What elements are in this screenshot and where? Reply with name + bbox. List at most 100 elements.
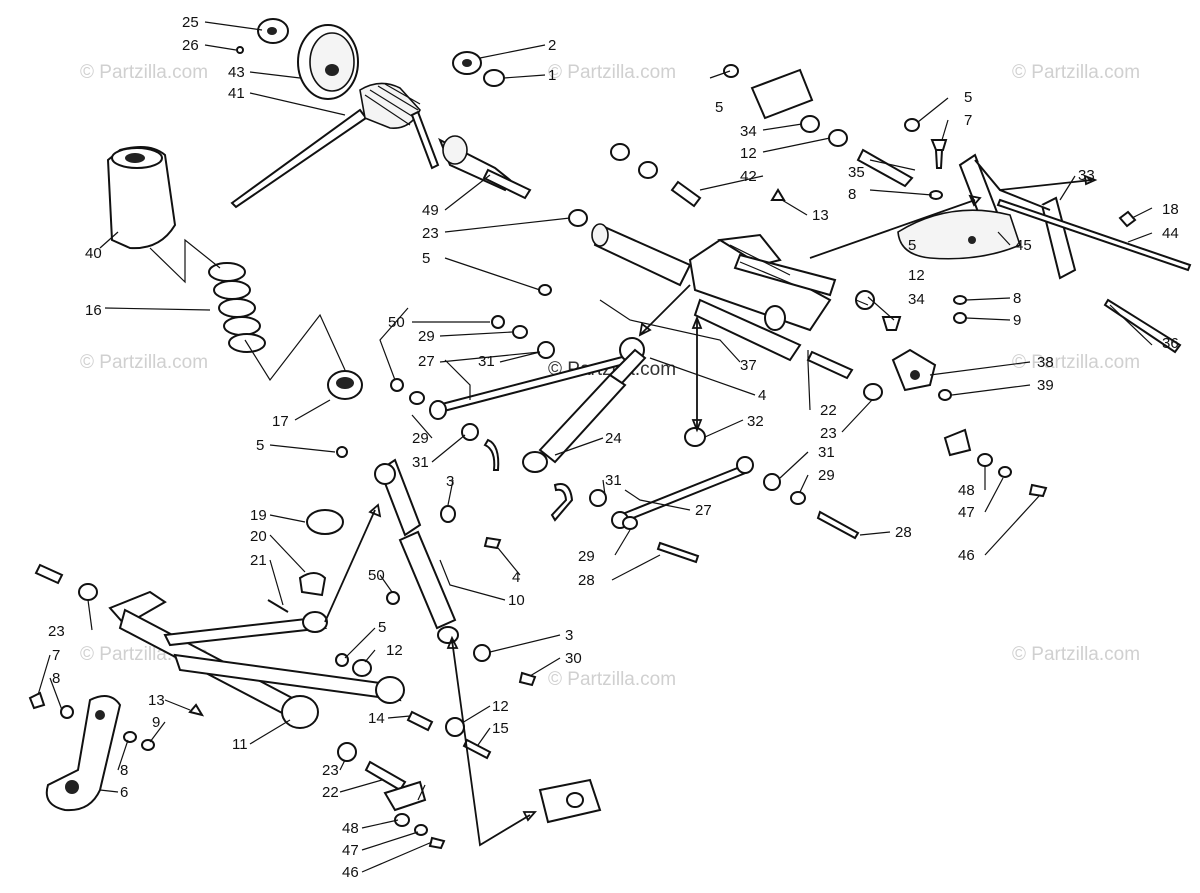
callout-30: 50	[388, 314, 405, 331]
callout-18: 8	[848, 186, 856, 203]
callout-26: 45	[1015, 237, 1032, 254]
nut-5-top	[723, 64, 739, 78]
callout-1: 2	[548, 37, 556, 54]
fitting-18	[1118, 210, 1137, 228]
callout-71: 9	[152, 714, 160, 731]
bolt-34-right	[881, 316, 902, 331]
grease-fitting-13	[770, 188, 786, 201]
rear-arm-shaft	[591, 223, 837, 362]
callout-67: 30	[565, 650, 582, 667]
callout-57: 46	[958, 547, 975, 564]
watermark-bottom-center: © Partzilla.com	[548, 669, 676, 690]
bolt-36	[1103, 298, 1182, 354]
washer-8-left	[60, 705, 74, 719]
callout-9: 49	[422, 202, 439, 219]
callout-22: 44	[1162, 225, 1179, 242]
pin-22-low	[364, 760, 407, 792]
callout-59: 29	[578, 548, 595, 565]
callout-16: 7	[964, 112, 972, 129]
callout-46: 3	[446, 473, 454, 490]
callout-80: 48	[342, 820, 359, 837]
bolt-7	[930, 139, 948, 169]
callout-45: 5	[256, 437, 264, 454]
callout-68: 7	[52, 647, 60, 664]
callout-34: 37	[740, 357, 757, 374]
nut-9-left	[141, 739, 155, 751]
bushing-31-c	[589, 489, 607, 507]
callout-64: 5	[378, 619, 386, 636]
bushing-34-b	[610, 143, 630, 161]
callout-44: 23	[820, 425, 837, 442]
arm-6	[45, 695, 122, 812]
callout-4: 26	[182, 37, 199, 54]
bushing-31-d	[763, 473, 781, 491]
washer-48	[977, 453, 993, 467]
bolt-28-center	[656, 541, 700, 564]
nut-5	[538, 284, 552, 296]
callout-7: 40	[85, 245, 102, 262]
watermarks: © Partzilla.com © Partzilla.com © Partzi…	[80, 62, 1140, 690]
callout-37: 4	[758, 387, 766, 404]
bushing-23-left	[78, 583, 98, 601]
callout-52: 19	[250, 507, 267, 524]
bushing-12-a	[828, 129, 848, 147]
plate-bracket	[750, 68, 814, 120]
callout-8: 16	[85, 302, 102, 319]
bracket-small	[550, 483, 574, 522]
watermark-top-right: © Partzilla.com	[1012, 62, 1140, 83]
callout-65: 12	[386, 642, 403, 659]
callout-79: 22	[322, 784, 339, 801]
fitting-13-left	[188, 703, 205, 717]
leader-lines	[37, 21, 1153, 873]
bushing-3-b	[473, 644, 491, 662]
bushing-23-low	[337, 742, 357, 762]
nut-50	[491, 315, 505, 329]
callout-40: 31	[412, 454, 429, 471]
callout-42: 32	[747, 413, 764, 430]
bushing-12-low-b	[445, 717, 465, 737]
callout-labels: 2 1 25 26 43 41 40 16 49 23 5 5 34 12 42…	[48, 14, 1179, 881]
bushing-31-b	[461, 423, 479, 441]
callout-6: 41	[228, 85, 245, 102]
shock-boot-40	[106, 145, 177, 250]
callout-53: 20	[250, 528, 267, 545]
callout-50: 48	[958, 482, 975, 499]
washer-47	[998, 466, 1012, 478]
nut-5-mid	[336, 446, 348, 458]
watermark-mid-left: © Partzilla.com	[80, 352, 208, 373]
parts	[28, 18, 1192, 850]
bolt-46-right	[1028, 483, 1048, 498]
bushing-12-low	[352, 659, 372, 677]
bushing-23	[568, 209, 588, 227]
callout-5-a: 5	[715, 99, 723, 116]
pin-top-left	[34, 563, 64, 585]
nut-50-b	[390, 378, 404, 392]
callout-55: 27	[695, 502, 712, 519]
callout-15: 5	[964, 89, 972, 106]
washer-29-d	[622, 516, 638, 530]
callout-28: 9	[1013, 312, 1021, 329]
callout-81: 47	[342, 842, 359, 859]
shock-24	[522, 348, 647, 473]
clamp-20	[298, 572, 327, 597]
callout-12: 34	[740, 123, 757, 140]
callout-33: 31	[478, 353, 495, 370]
callout-73: 12	[492, 698, 509, 715]
callout-38: 17	[272, 413, 289, 430]
bolt-28-right	[816, 510, 860, 540]
spacer-25	[257, 18, 289, 44]
callout-75: 11	[232, 736, 248, 753]
callout-29: 36	[1162, 335, 1179, 352]
spring-seat-17	[327, 370, 363, 400]
callout-61: 50	[368, 567, 385, 584]
pin-dash	[482, 168, 532, 200]
callout-27: 8	[1013, 290, 1021, 307]
callout-41: 24	[605, 430, 622, 447]
callout-58: 4	[512, 569, 520, 586]
nut-5-low	[335, 653, 349, 667]
callout-31: 29	[418, 328, 435, 345]
callout-13: 12	[740, 145, 757, 162]
callout-20: 33	[1078, 167, 1095, 184]
torsion-spring-41	[230, 82, 440, 209]
bushing-12-b	[638, 161, 658, 179]
